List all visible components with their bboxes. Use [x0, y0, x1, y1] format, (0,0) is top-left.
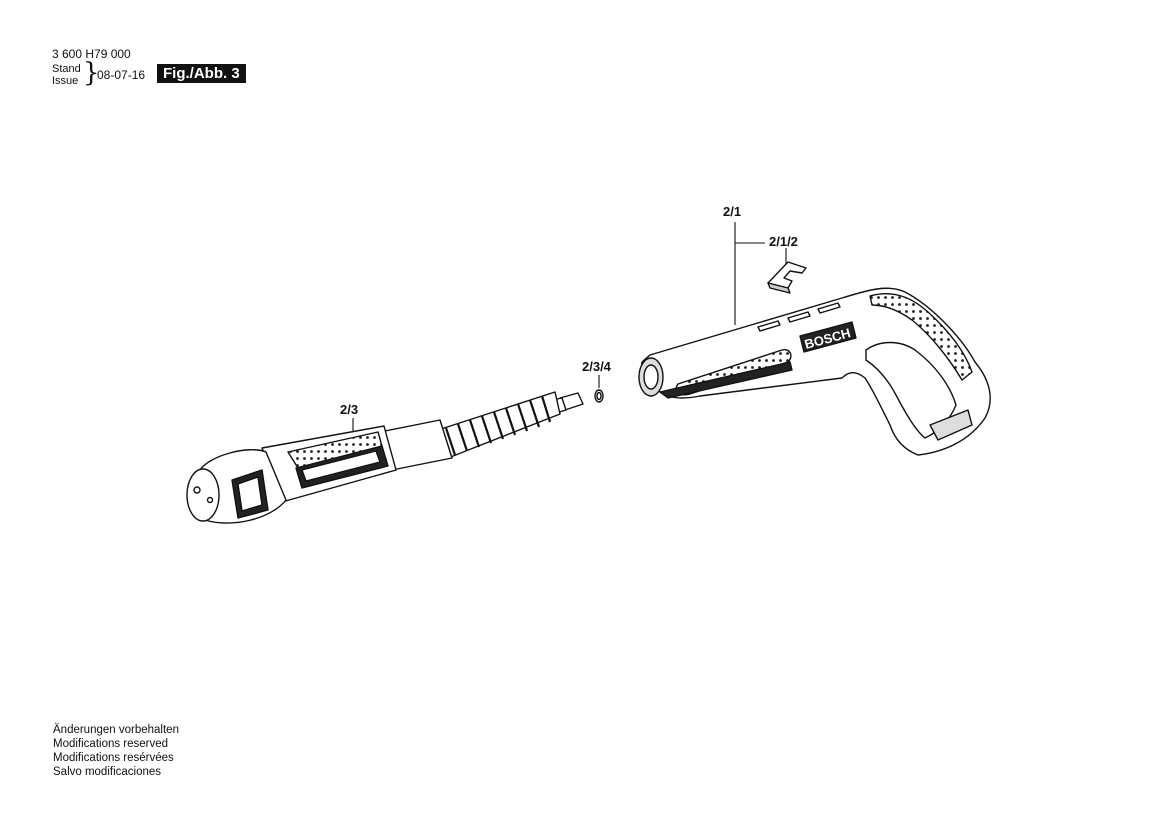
issue-date: 08-07-16: [97, 68, 146, 82]
notice-fr: Modifications resérvées: [53, 752, 174, 764]
clip-part: [767, 261, 807, 294]
modifications-notice: Änderungen vorbehalten Modifications res…: [53, 723, 179, 779]
callout-leaders: [352, 222, 787, 432]
spray-gun-part: [638, 287, 991, 456]
stand-label: Stand: [52, 63, 81, 75]
document-number: 3 600 H79 000: [52, 47, 131, 61]
issue-label: Issue: [52, 75, 79, 87]
part-label-2-3: 2/3: [340, 402, 358, 417]
stand-issue-block: Stand Issue } 08-07-16 Fig./Abb. 3: [52, 58, 252, 93]
part-label-2-1: 2/1: [723, 204, 741, 219]
notice-de: Änderungen vorbehalten: [53, 724, 179, 736]
lance-part: [186, 391, 584, 524]
figure-label: Fig./Abb. 3: [157, 64, 246, 83]
part-label-2-3-4: 2/3/4: [582, 359, 612, 374]
brace-icon: }: [83, 58, 100, 88]
notice-es: Salvo modificaciones: [53, 766, 162, 778]
notice-en: Modifications reserved: [53, 738, 169, 750]
part-label-2-1-2: 2/1/2: [769, 234, 798, 249]
o-ring-part: [594, 389, 604, 403]
stand-issue-words: Stand Issue: [52, 63, 81, 87]
